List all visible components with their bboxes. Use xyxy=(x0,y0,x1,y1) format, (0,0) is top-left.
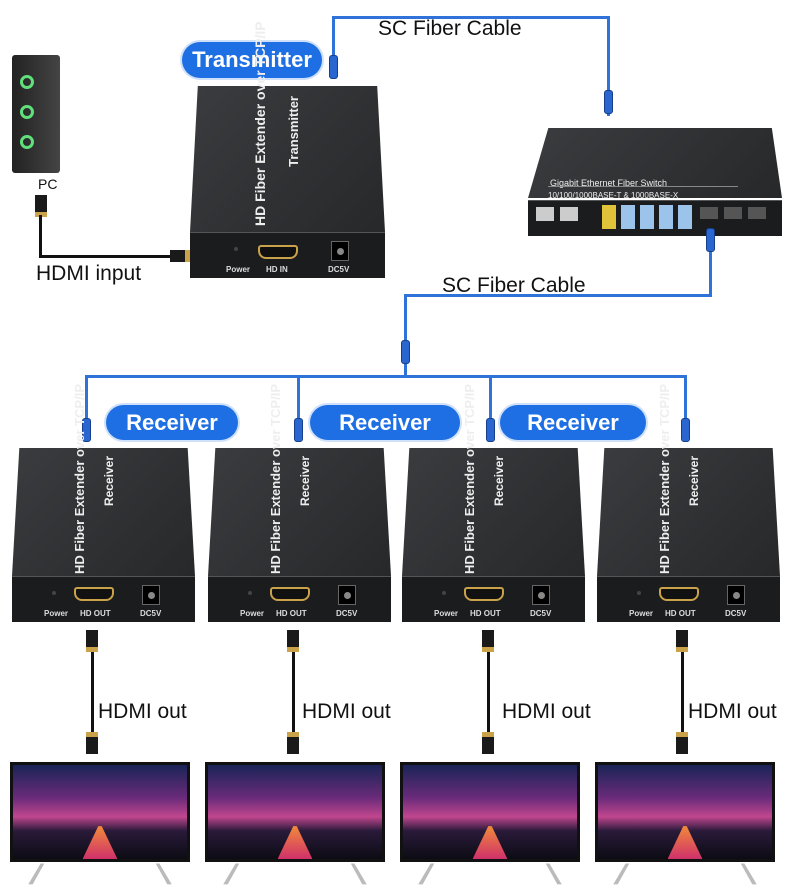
dc-port-icon xyxy=(532,585,550,605)
sc-connector-icon xyxy=(329,55,338,79)
sc-connector-icon xyxy=(401,340,410,364)
hd-out-label: HD OUT xyxy=(80,609,111,618)
dc-port-icon xyxy=(142,585,160,605)
fiber-cable xyxy=(404,294,407,376)
hdmi-plug-icon xyxy=(86,732,98,754)
hd-in-label: HD IN xyxy=(266,265,288,274)
sc-connector-icon xyxy=(706,228,715,252)
fiber-cable xyxy=(85,375,88,430)
transmitter-subtitle: Transmitter xyxy=(286,96,301,167)
receiver-badge: Receiver xyxy=(310,405,460,440)
fiber-cable xyxy=(684,375,687,430)
hdmi-out-label: HDMI out xyxy=(688,700,777,723)
hdmi-plug-icon xyxy=(287,630,299,652)
hdmi-port-icon xyxy=(270,587,310,601)
receiver-title: HD Fiber Extender over TCP/IP xyxy=(462,384,477,574)
hd-out-label: HD OUT xyxy=(276,609,307,618)
hd-out-label: HD OUT xyxy=(665,609,696,618)
pc-label: PC xyxy=(38,176,58,192)
dc-label: DC5V xyxy=(530,609,552,618)
switch-subtitle: 10/100/1000BASE-T & 1000BASE-X xyxy=(548,191,679,200)
dc-label: DC5V xyxy=(140,609,162,618)
sc-connector-icon xyxy=(294,418,303,442)
receiver-device: HD Fiber Extender over TCP/IP Receiver P… xyxy=(208,384,391,622)
power-label: Power xyxy=(434,609,459,618)
dc-port-icon xyxy=(338,585,356,605)
hdmi-plug-icon xyxy=(482,732,494,754)
power-label: Power xyxy=(629,609,654,618)
hdmi-port-icon xyxy=(464,587,504,601)
monitor-icon xyxy=(10,762,190,887)
hdmi-cable xyxy=(292,652,295,734)
receiver-device: HD Fiber Extender over TCP/IP Receiver P… xyxy=(597,384,780,622)
transmitter-device: HD Fiber Extender over TCP/IP Transmitte… xyxy=(190,21,385,278)
dc-port-icon xyxy=(727,585,745,605)
power-label: Power xyxy=(44,609,69,618)
hdmi-cable xyxy=(39,255,179,258)
hdmi-out-label: HDMI out xyxy=(302,700,391,723)
receiver-subtitle: Receiver xyxy=(298,456,312,507)
hdmi-cable xyxy=(39,215,42,257)
receiver-title: HD Fiber Extender over TCP/IP xyxy=(657,384,672,574)
hdmi-out-label: HDMI out xyxy=(98,700,187,723)
fiber-mid-label: SC Fiber Cable xyxy=(442,274,586,297)
transmitter-badge: Transmitter xyxy=(182,42,322,78)
fiber-switch: Gigabit Ethernet Fiber Switch 10/100/100… xyxy=(528,128,782,236)
fiber-splitter-line xyxy=(85,375,687,378)
sc-connector-icon xyxy=(486,418,495,442)
hdmi-cable xyxy=(681,652,684,734)
receiver-subtitle: Receiver xyxy=(102,456,116,507)
receiver-title: HD Fiber Extender over TCP/IP xyxy=(268,384,283,574)
fiber-cable xyxy=(297,375,300,430)
fiber-cable xyxy=(404,294,712,297)
sc-connector-icon xyxy=(82,418,91,442)
fiber-cable xyxy=(489,375,492,430)
receiver-subtitle: Receiver xyxy=(492,456,506,507)
dc-label: DC5V xyxy=(328,265,350,274)
pc-tower-icon xyxy=(12,55,60,173)
dc-port-icon xyxy=(331,241,349,261)
hdmi-plug-icon xyxy=(482,630,494,652)
power-label: Power xyxy=(226,265,251,274)
hdmi-plug-icon xyxy=(287,732,299,754)
dc-label: DC5V xyxy=(725,609,747,618)
hdmi-out-label: HDMI out xyxy=(502,700,591,723)
hdmi-input-label: HDMI input xyxy=(36,262,142,285)
transmitter-title: HD Fiber Extender over TCP/IP xyxy=(252,21,268,226)
hdmi-plug-icon xyxy=(170,250,190,262)
fiber-top-label: SC Fiber Cable xyxy=(378,17,522,40)
receiver-title: HD Fiber Extender over TCP/IP xyxy=(72,384,87,574)
receiver-device: HD Fiber Extender over TCP/IP Receiver P… xyxy=(402,384,585,622)
receiver-device: HD Fiber Extender over TCP/IP Receiver P… xyxy=(12,384,195,622)
power-label: Power xyxy=(240,609,265,618)
fiber-cable xyxy=(607,16,610,116)
hdmi-plug-icon xyxy=(676,732,688,754)
hdmi-cable xyxy=(91,652,94,734)
hdmi-port-icon xyxy=(74,587,114,601)
hdmi-plug-icon xyxy=(86,630,98,652)
sc-connector-icon xyxy=(604,90,613,114)
fiber-cable xyxy=(332,16,610,19)
sc-connector-icon xyxy=(681,418,690,442)
monitor-icon xyxy=(400,762,580,887)
switch-title: Gigabit Ethernet Fiber Switch xyxy=(550,178,668,188)
hdmi-port-icon xyxy=(258,245,298,259)
receiver-badge: Receiver xyxy=(106,405,238,440)
monitor-icon xyxy=(205,762,385,887)
receiver-badge: Receiver xyxy=(500,405,646,440)
hdmi-plug-icon xyxy=(676,630,688,652)
hdmi-port-icon xyxy=(659,587,699,601)
fiber-cable xyxy=(332,16,335,66)
dc-label: DC5V xyxy=(336,609,358,618)
hdmi-cable xyxy=(487,652,490,734)
receiver-subtitle: Receiver xyxy=(687,456,701,507)
hd-out-label: HD OUT xyxy=(470,609,501,618)
monitor-icon xyxy=(595,762,775,887)
hdmi-plug-icon xyxy=(35,195,47,217)
fiber-cable xyxy=(709,232,712,296)
